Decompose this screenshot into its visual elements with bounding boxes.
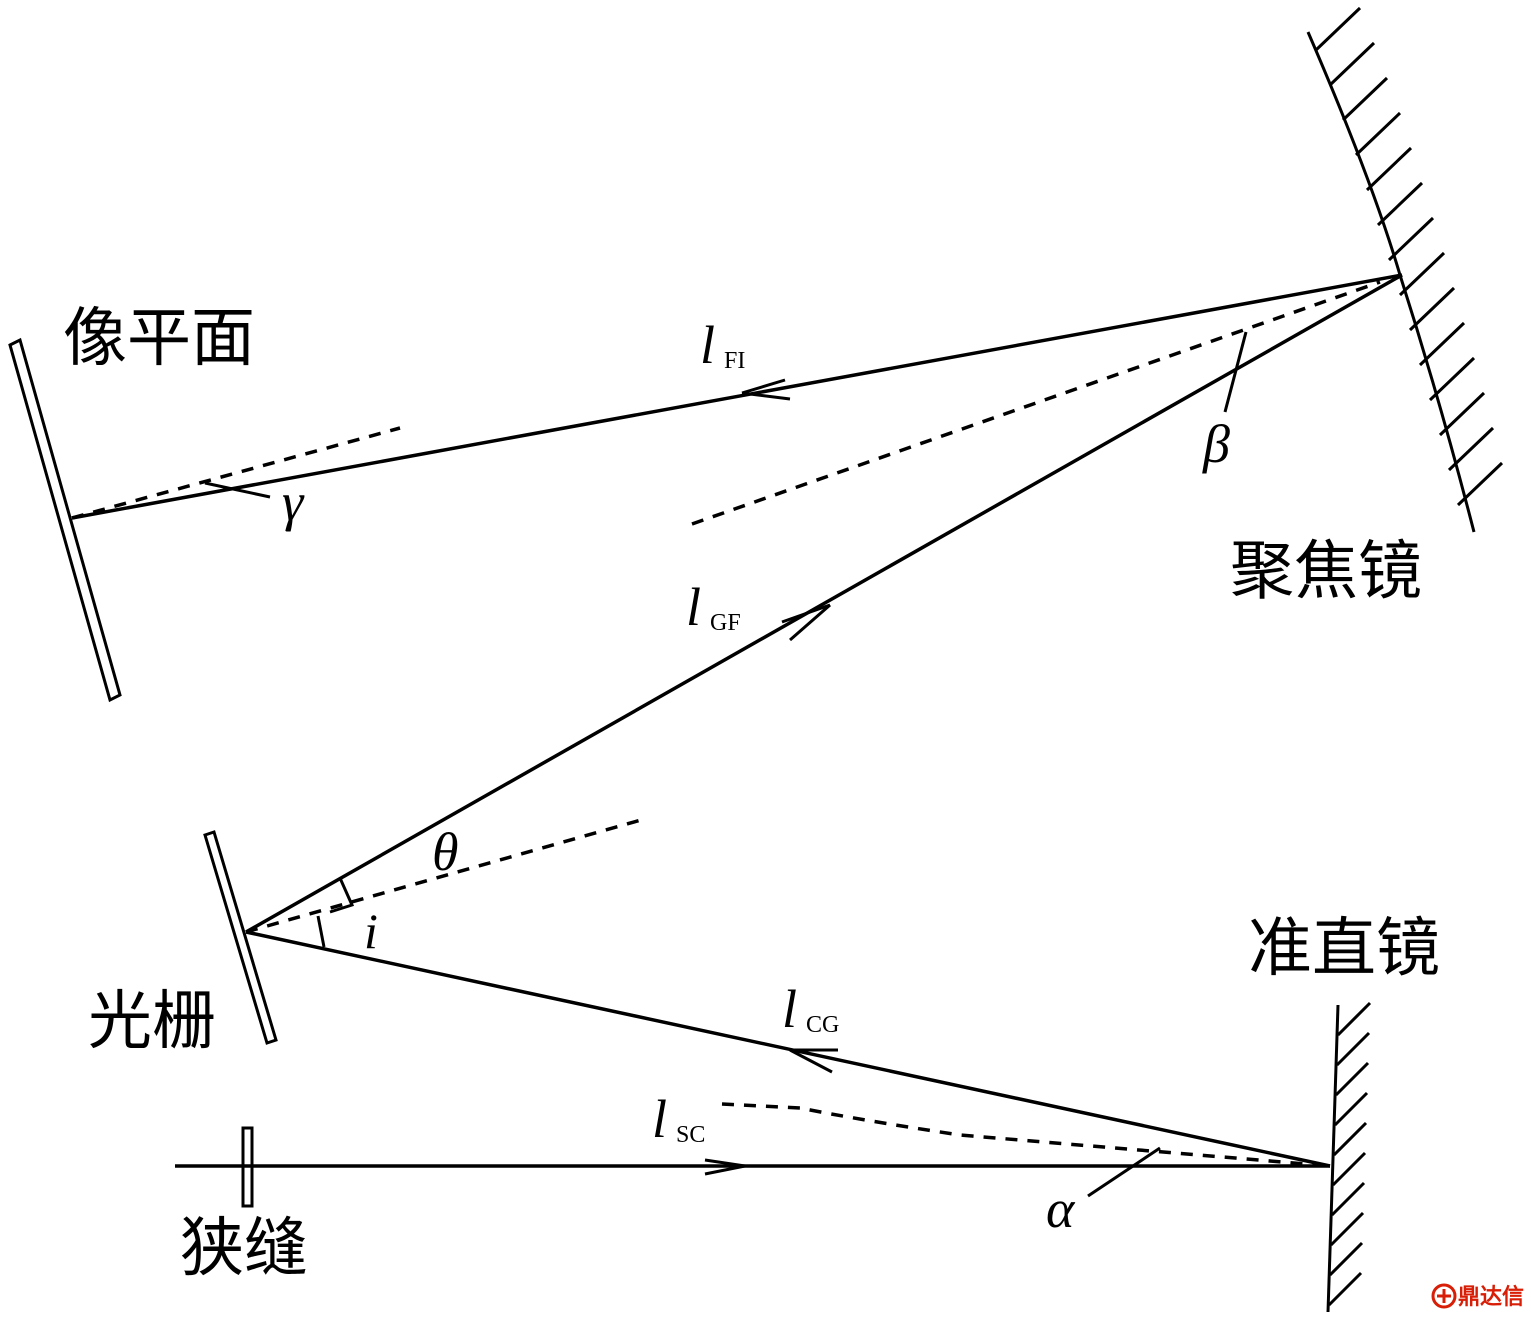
symbol-gamma: γ xyxy=(282,472,305,532)
focusing-mirror xyxy=(1306,6,1504,533)
arrow-incident xyxy=(704,1158,746,1176)
label-l-cg-sub: CG xyxy=(806,1012,839,1038)
label-l-sc: l SC xyxy=(652,1089,705,1149)
watermark-logo-icon xyxy=(1431,1283,1457,1309)
label-l-gf-sub: GF xyxy=(710,610,741,636)
label-l-cg: l CG xyxy=(782,979,839,1039)
focusing-mirror-hatch xyxy=(1314,6,1504,507)
arrow-grating-to-focus xyxy=(781,603,831,642)
normal-grating xyxy=(245,816,649,934)
label-l-gf-main: l xyxy=(686,577,701,637)
label-l-sc-sub: SC xyxy=(676,1122,705,1148)
grating-plate xyxy=(203,830,278,1045)
watermark: 鼎达信 xyxy=(1431,1283,1524,1310)
label-slit: 狭缝 xyxy=(180,1212,308,1286)
label-collimating-mirror: 准直镜 xyxy=(1248,912,1440,986)
image-plane-plate xyxy=(8,337,122,703)
angle-marker-i-theta xyxy=(316,877,355,948)
ray-focus-to-image xyxy=(71,273,1403,520)
normal-collimator xyxy=(721,1102,1331,1168)
ray-grating-to-focus xyxy=(245,273,1403,934)
angle-marker-alpha xyxy=(1087,1146,1161,1198)
normal-image-plane xyxy=(71,426,401,520)
label-l-gf: l GF xyxy=(686,577,741,637)
watermark-text: 鼎达信 xyxy=(1458,1284,1524,1310)
label-l-fi: l FI xyxy=(700,315,745,375)
arrow-collimator-to-grating xyxy=(789,1048,838,1074)
label-l-sc-main: l xyxy=(652,1089,667,1149)
label-focusing-mirror: 聚焦镜 xyxy=(1230,535,1422,609)
label-grating: 光栅 xyxy=(88,985,216,1059)
collimating-mirror xyxy=(1326,1001,1372,1313)
label-l-cg-main: l xyxy=(782,979,797,1039)
normal-focusing-mirror xyxy=(691,280,1381,526)
collimating-mirror-hatch xyxy=(1327,1001,1372,1307)
symbol-theta: θ xyxy=(432,822,459,882)
label-l-fi-sub: FI xyxy=(724,348,745,374)
label-l-fi-main: l xyxy=(700,315,715,375)
ray-collimator-to-grating xyxy=(245,930,1331,1168)
symbol-beta: β xyxy=(1202,414,1230,474)
angle-marker-beta xyxy=(1223,331,1248,413)
arrow-focus-to-image xyxy=(741,378,791,401)
symbol-alpha: α xyxy=(1046,1179,1076,1239)
angle-marker-gamma xyxy=(204,481,271,499)
symbol-i: i xyxy=(364,903,378,959)
label-image-plane: 像平面 xyxy=(63,302,255,376)
